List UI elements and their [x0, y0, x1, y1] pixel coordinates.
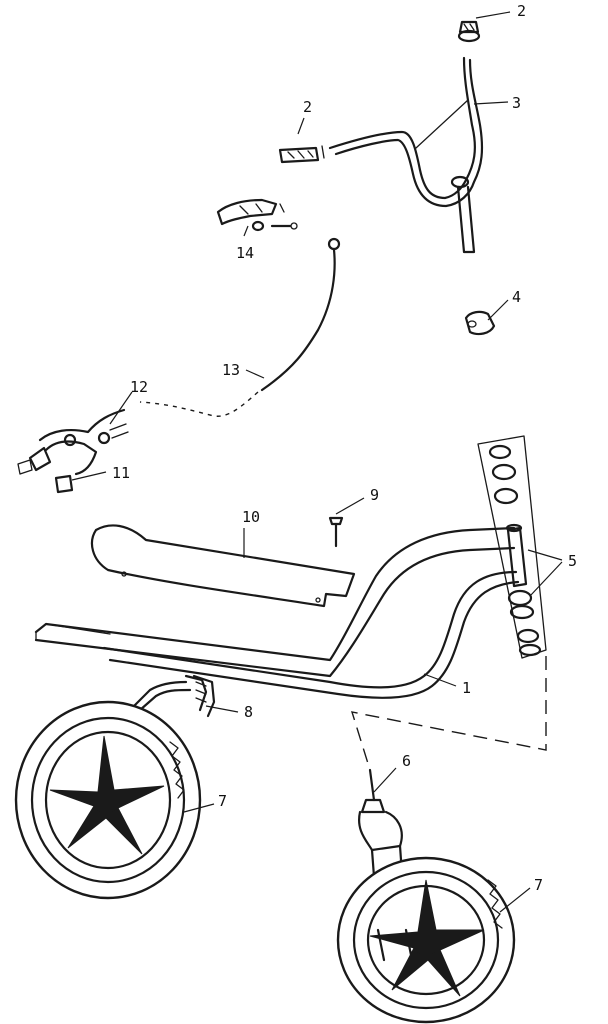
frame	[34, 526, 520, 699]
deck-plate	[90, 524, 356, 608]
front-wheel	[336, 856, 516, 1024]
callout-frame: 1	[462, 679, 471, 697]
kickstand	[132, 674, 216, 718]
callout-kickstand: 8	[244, 703, 253, 721]
brake-caliper	[17, 408, 129, 494]
callout-brake-caliper: 12	[130, 378, 148, 396]
callout-deck: 10	[242, 508, 260, 526]
callout-fork: 6	[402, 752, 411, 770]
leader-lines	[71, 11, 563, 913]
headset-assembly	[477, 435, 547, 659]
callout-headset: 5	[568, 552, 577, 570]
callout-grip-left: 2	[303, 98, 312, 116]
callout-wheel-front: 7	[534, 876, 543, 894]
handlebar	[328, 56, 484, 254]
callout-clamp: 4	[512, 288, 521, 306]
callout-brake-lever: 14	[236, 244, 254, 262]
front-fork	[358, 768, 408, 932]
callout-grip-top: 2	[517, 2, 526, 20]
rear-wheel	[14, 700, 202, 900]
callout-handlebar: 3	[512, 94, 521, 112]
projection-line	[350, 656, 547, 771]
callout-brake-cable: 13	[222, 361, 240, 379]
screw	[328, 516, 344, 548]
grip-top	[457, 20, 481, 43]
handlebar-clamp	[464, 310, 496, 336]
grip-left	[278, 145, 325, 164]
callout-wheel-rear: 7	[218, 792, 227, 810]
brake-cable	[139, 237, 341, 417]
callout-brake-pad: 11	[112, 464, 130, 482]
brake-lever	[216, 198, 298, 232]
callout-screw: 9	[370, 486, 379, 504]
